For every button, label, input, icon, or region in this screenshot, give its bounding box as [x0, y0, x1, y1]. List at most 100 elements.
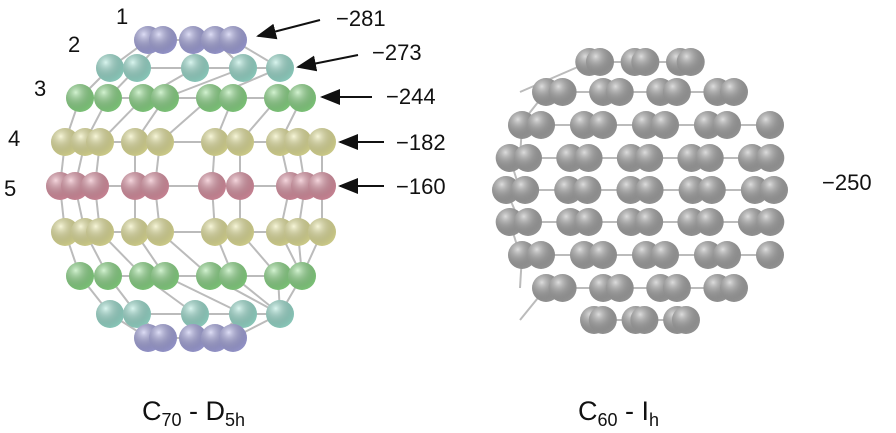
c60-atom-shade: [712, 111, 741, 139]
c70-atom-shade: [264, 262, 292, 290]
row-label-4: 4: [8, 126, 20, 151]
row-label-2: 2: [68, 32, 80, 57]
c60-atom-shade: [605, 274, 634, 302]
c70-atom-shade: [123, 300, 151, 328]
shift-2: −273: [372, 40, 422, 65]
c70-atom-shade: [94, 262, 122, 290]
c70-atom-shade: [61, 172, 89, 200]
c70-atom-shade: [151, 262, 179, 290]
c70-atom-shade: [219, 26, 247, 54]
c70-atom-shade: [201, 128, 229, 156]
c60-atom-shade: [588, 306, 617, 334]
c70-atom-shade: [94, 84, 122, 112]
c70-atom-shade: [181, 54, 209, 82]
c70-atom-shade: [229, 54, 257, 82]
c60-atom-shade: [650, 111, 679, 139]
c70-atom-shade: [229, 300, 257, 328]
row-label-3: 3: [34, 76, 46, 101]
c70-atom-shade: [266, 300, 294, 328]
c60-atom-shade: [605, 78, 634, 106]
c70-atom-shade: [201, 218, 229, 246]
c70-atom-shade: [308, 172, 336, 200]
shift-4: −182: [396, 130, 446, 155]
c60-atom-shade: [574, 144, 603, 172]
c60-atom-shade: [671, 306, 700, 334]
c60-atom-shade: [719, 78, 748, 106]
c70-atom-shade: [226, 128, 254, 156]
c60-atom-shade: [760, 176, 788, 204]
c60-atom-shade: [511, 176, 540, 204]
c60-atom-shade: [513, 144, 542, 172]
c70-atom-shade: [86, 218, 114, 246]
c60-atom-shade: [756, 144, 785, 172]
c60-atom-shade: [585, 48, 614, 76]
c60-atom-shade: [697, 176, 726, 204]
c60-atom-shade: [548, 78, 577, 106]
c60-atom-shade: [573, 176, 602, 204]
c60-atom-shade: [695, 144, 724, 172]
c60-atom-shade: [635, 144, 664, 172]
c70-atom-shade: [219, 324, 247, 352]
c70-atom-shade: [121, 128, 149, 156]
c70-atom-shade: [198, 172, 226, 200]
c70-atom-shade: [196, 262, 224, 290]
c70-atom-shade: [181, 300, 209, 328]
c70-atom-shade: [149, 324, 177, 352]
c70-atom-shade: [179, 26, 207, 54]
c70-atom-shade: [266, 54, 294, 82]
c70-atom-shade: [264, 84, 292, 112]
c70-atom-shade: [51, 128, 79, 156]
c60-atom-shade: [589, 241, 618, 269]
c60-title: C60 - Ih: [578, 396, 659, 430]
c70-atom-shade: [66, 262, 94, 290]
c70-atom-shade: [86, 128, 114, 156]
c70-atom-shade: [284, 218, 312, 246]
c70-atom-shade: [123, 54, 151, 82]
c70-atom-shade: [179, 324, 207, 352]
c70-atom-shade: [96, 300, 124, 328]
c70-atom-shade: [121, 218, 149, 246]
c60-atom-shade: [631, 48, 660, 76]
c60-atom-shade: [756, 208, 785, 236]
c60-atom-shade: [755, 111, 784, 139]
c60-atom-shade: [712, 241, 741, 269]
c70-atom-shade: [146, 218, 174, 246]
shift-1: −281: [336, 6, 386, 31]
row-label-5: 5: [4, 176, 16, 201]
shift-5: −160: [396, 174, 446, 199]
c70-atom-shade: [51, 218, 79, 246]
c70-atom-shade: [219, 84, 247, 112]
c70-atom-shade: [129, 84, 157, 112]
c60-molecule: [492, 48, 788, 334]
c70-atom-shade: [308, 218, 336, 246]
c60-atom-shade: [513, 208, 542, 236]
c60-atom-shade: [695, 208, 724, 236]
c70-atom-shade: [121, 172, 149, 200]
c70-atom-shade: [149, 26, 177, 54]
c60-atom-shade: [630, 306, 659, 334]
c70-atom-shade: [66, 84, 94, 112]
arrow-1: [256, 19, 321, 40]
c70-atom-shade: [96, 54, 124, 82]
c60-atom-shade: [650, 241, 679, 269]
c60-shift: −250: [822, 170, 872, 195]
c60-atom-shade: [676, 48, 705, 76]
c70-atom-shade: [308, 128, 336, 156]
c60-atom-shade: [662, 78, 691, 106]
c70-atom-shade: [284, 128, 312, 156]
c70-atom-shade: [81, 172, 109, 200]
c60-atom-shade: [662, 274, 691, 302]
c60-atom-shade: [574, 208, 603, 236]
c70-atom-shade: [151, 84, 179, 112]
c70-atom-shade: [288, 84, 316, 112]
c70-atom-shade: [219, 262, 247, 290]
c60-atom-shade: [527, 241, 556, 269]
c70-molecule: [46, 26, 336, 352]
row-label-1: 1: [116, 4, 128, 29]
c70-atom-shade: [129, 262, 157, 290]
c60-atom-shade: [527, 111, 556, 139]
c70-atom-shade: [141, 172, 169, 200]
c70-atom-shade: [196, 84, 224, 112]
bond: [164, 275, 244, 315]
